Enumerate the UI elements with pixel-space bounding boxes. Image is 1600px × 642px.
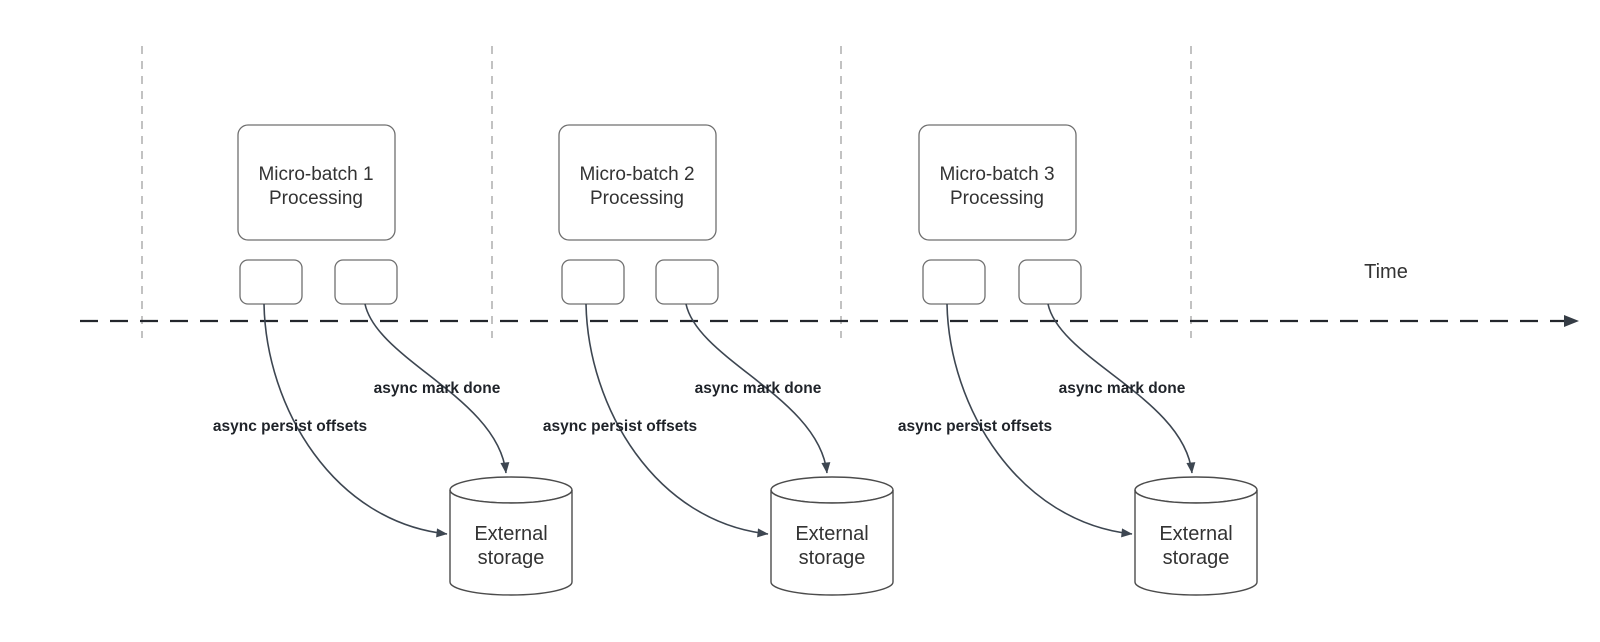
external-storage-1-label-line2: storage bbox=[478, 547, 545, 569]
persist-offsets-label-3: async persist offsets bbox=[898, 418, 1052, 435]
microbatch-2-box bbox=[558, 124, 717, 241]
external-storage-1-body bbox=[449, 489, 573, 596]
external-storage-3-body bbox=[1134, 489, 1258, 596]
persist-offsets-arrow-2 bbox=[585, 303, 769, 538]
mark-done-label-3: async mark done bbox=[1059, 380, 1186, 397]
persist-offsets-arrow-1 bbox=[263, 303, 448, 538]
microbatch-2-title-line2: Processing bbox=[590, 188, 684, 209]
external-storage-3-label-line1: External bbox=[1159, 523, 1232, 545]
microbatch-group-2: Micro-batch 2 Processing External storag… bbox=[543, 124, 894, 596]
external-storage-1-label-line1: External bbox=[474, 523, 547, 545]
microbatch-1-box bbox=[237, 124, 396, 241]
external-storage-2-body bbox=[770, 489, 894, 596]
microbatch-1-task-box-a bbox=[239, 259, 303, 305]
mark-done-arrow-1 bbox=[364, 303, 510, 474]
microbatch-1-title-line1: Micro-batch 1 bbox=[258, 164, 373, 185]
microbatch-2-task-box-b bbox=[655, 259, 719, 305]
microbatch-3-title-line2: Processing bbox=[950, 188, 1044, 209]
time-axis-label: Time bbox=[1364, 261, 1408, 283]
persist-offsets-label-2: async persist offsets bbox=[543, 418, 697, 435]
microbatch-3-task-box-a bbox=[922, 259, 986, 305]
microbatch-1-task-box-b bbox=[334, 259, 398, 305]
mark-done-arrow-2 bbox=[685, 303, 831, 474]
microbatch-3-title-line1: Micro-batch 3 bbox=[939, 164, 1054, 185]
mark-done-label-2: async mark done bbox=[695, 380, 822, 397]
microbatch-3-task-box-b bbox=[1018, 259, 1082, 305]
microbatch-2-task-box-a bbox=[561, 259, 625, 305]
microbatch-3-box bbox=[918, 124, 1077, 241]
persist-offsets-label-1: async persist offsets bbox=[213, 418, 367, 435]
microbatch-group-3: Micro-batch 3 Processing External storag… bbox=[898, 124, 1258, 596]
microbatch-1-title-line2: Processing bbox=[269, 188, 363, 209]
external-storage-2-label-line2: storage bbox=[799, 547, 866, 569]
mark-done-label-1: async mark done bbox=[374, 380, 501, 397]
external-storage-3-label-line2: storage bbox=[1163, 547, 1230, 569]
external-storage-2-label-line1: External bbox=[795, 523, 868, 545]
persist-offsets-arrow-3 bbox=[946, 303, 1133, 538]
mark-done-arrow-3 bbox=[1047, 303, 1196, 474]
microbatch-2-title-line1: Micro-batch 2 bbox=[579, 164, 694, 185]
microbatch-group-1: Micro-batch 1 Processing External storag… bbox=[213, 124, 573, 596]
